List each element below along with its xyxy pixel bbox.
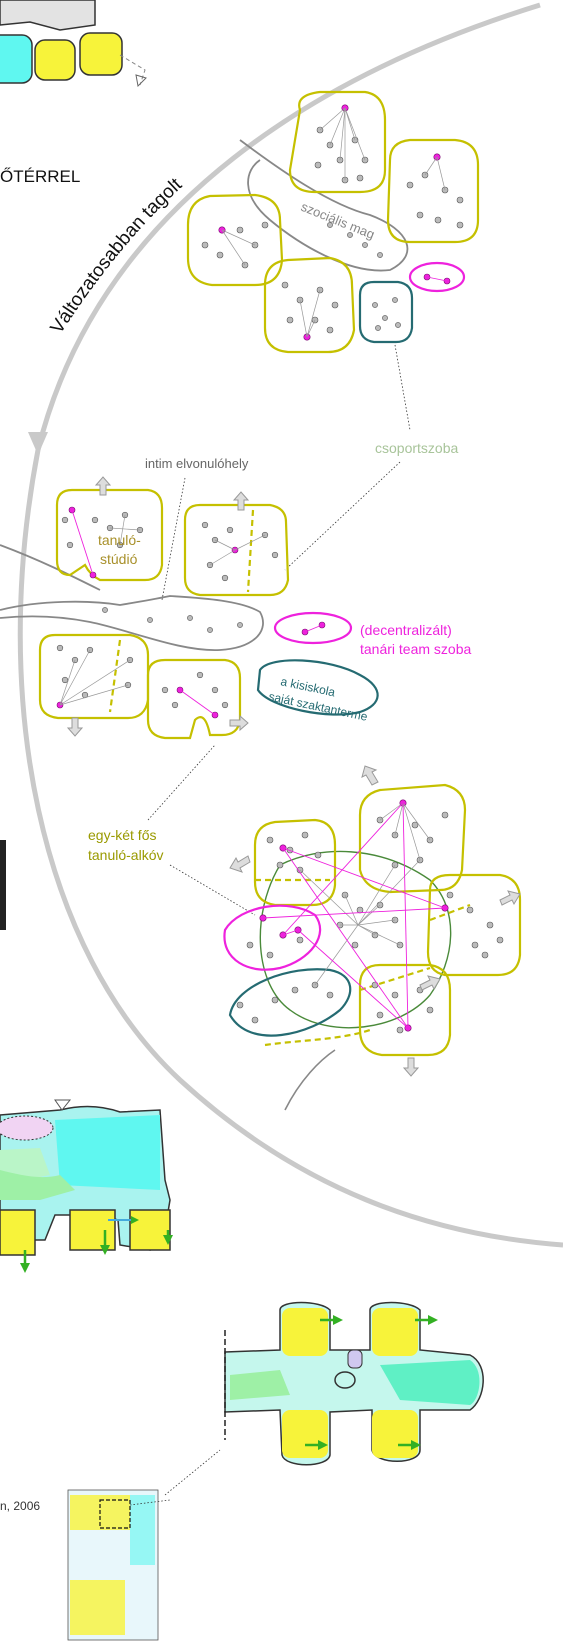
upper-cluster [186,90,480,354]
team-room-label-2: tanári team szoba [360,641,471,657]
middle-gray-links [59,514,266,706]
intimate-retreat-leader [161,477,186,601]
thumbnail-leader [164,1449,221,1496]
lower-left-plan [0,1099,173,1273]
social-core-label: szociális mag [299,199,377,242]
dividing-arc [17,2,563,1248]
arc-arrowhead [28,432,48,455]
intimate-retreat-label: intim elvonulóhely [145,456,249,471]
alcove-leader-2 [169,864,256,916]
group-room-leader-2 [284,461,401,571]
alcove-label-2: tanuló-alkóv [88,847,164,863]
thumbnail-plan [67,1489,171,1641]
middle-arrows [66,476,250,737]
arc-title: Változatosabban tagolt [47,174,187,338]
middle-dots [56,511,279,709]
upper-links [221,107,446,338]
left-edge-mark [0,840,6,930]
middle-cluster [0,488,379,740]
source-fragment: n, 2006 [0,1499,40,1513]
lower-magenta-links [262,802,446,1029]
team-room-label-1: (decentralizált) [360,622,452,638]
lower-right-plan [224,1301,484,1466]
study-studio-label-1: tanuló- [98,532,141,548]
upper-dots [201,126,464,334]
lower-gray-links [299,802,431,986]
group-room-leader [394,344,411,431]
study-studio-label-2: stúdió [100,551,138,567]
alcove-leader-1 [147,744,216,821]
lower-cluster [223,783,522,1057]
middle-magenta-links [71,509,323,716]
top-plan-fragment [0,0,147,88]
heading-fragment: ŐTÉRREL [0,167,80,186]
lower-arrows [229,765,521,1077]
alcove-label-1: egy-két fős [88,827,156,843]
group-room-label: csoportszoba [375,440,458,456]
lower-separator-line [284,1049,336,1111]
